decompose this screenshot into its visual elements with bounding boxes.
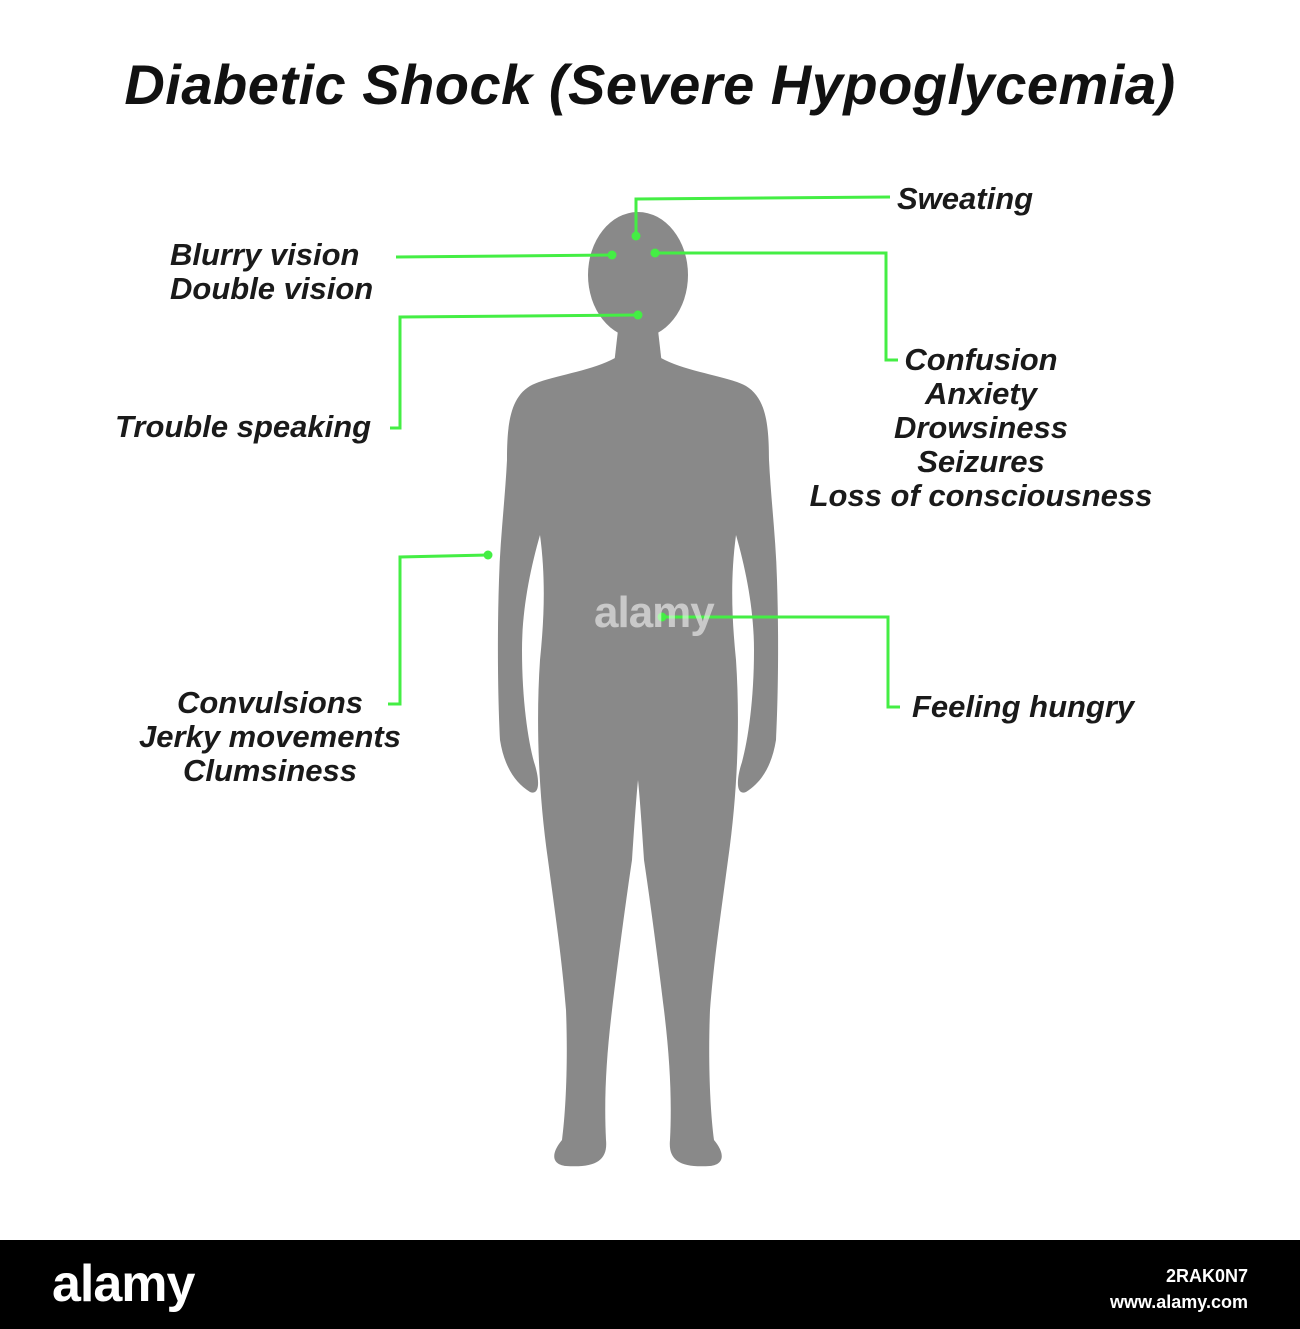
connector-sweating (634, 195, 891, 236)
label-line: Jerky movements (139, 719, 401, 754)
label-movement: Convulsions Jerky movements Clumsiness (120, 686, 420, 788)
footer-url: www.alamy.com (1109, 1292, 1248, 1312)
label-speaking: Trouble speaking (115, 410, 371, 444)
label-line: Loss of consciousness (809, 478, 1153, 513)
footer-bar: alamy 2RAK0N7 www.alamy.com (0, 1240, 1300, 1329)
watermark: alamy (594, 588, 715, 637)
dot-vision (607, 250, 617, 260)
connector-movement (388, 553, 489, 706)
dot-speaking (633, 310, 643, 320)
dot-hunger (657, 612, 667, 622)
connector-vision (395, 253, 613, 259)
connector-lines (388, 195, 900, 709)
dot-sweating (631, 231, 641, 241)
connector-brain (655, 251, 898, 362)
label-line: Drowsiness (893, 410, 1068, 445)
label-line: Blurry vision (170, 237, 360, 272)
label-line: Convulsions (176, 685, 363, 720)
label-line: Trouble speaking (115, 409, 372, 444)
label-line: Clumsiness (182, 753, 357, 788)
label-line: Anxiety (925, 376, 1037, 411)
label-sweating: Sweating (897, 182, 1033, 216)
label-line: Confusion (904, 342, 1058, 377)
connector-dots (483, 231, 667, 622)
label-line: Sweating (897, 181, 1034, 216)
footer-image-id: 2RAK0N7 (1165, 1266, 1248, 1286)
label-vision: Blurry vision Double vision (170, 238, 373, 306)
dot-brain (650, 248, 660, 258)
dot-movement (483, 550, 493, 560)
connector-speaking (390, 313, 639, 430)
human-silhouette (497, 212, 779, 1167)
label-line: Double vision (170, 271, 374, 306)
label-brain: Confusion Anxiety Drowsiness Seizures Lo… (798, 343, 1164, 513)
footer-logo: alamy (52, 1255, 195, 1313)
connector-hunger (662, 615, 900, 709)
page-title: Diabetic Shock (Severe Hypoglycemia) (124, 53, 1176, 116)
label-hunger: Feeling hungry (912, 690, 1134, 724)
label-line: Seizures (917, 444, 1045, 479)
body-diagram (388, 195, 900, 1167)
label-line: Feeling hungry (912, 689, 1135, 724)
